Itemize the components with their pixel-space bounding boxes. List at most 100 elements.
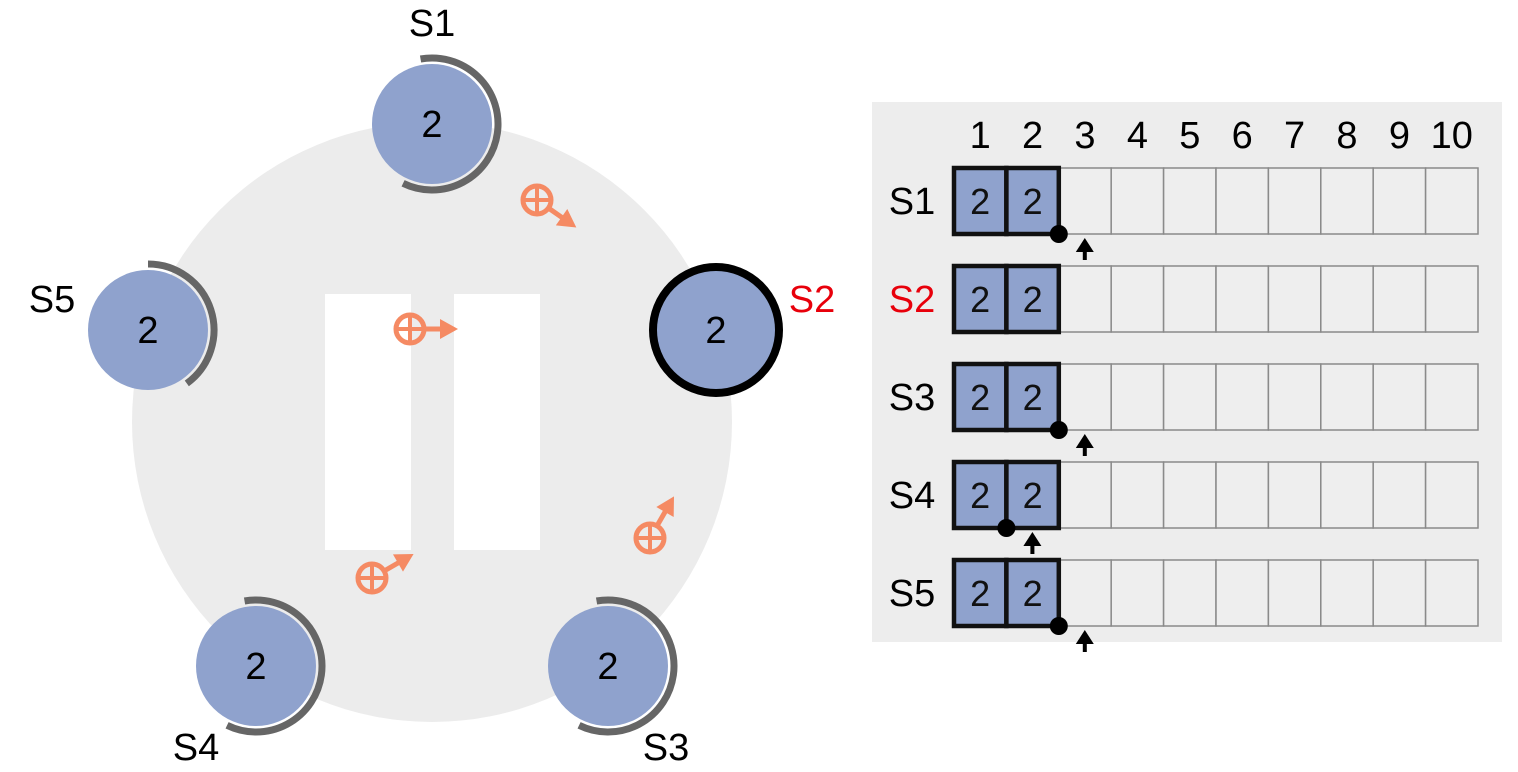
log-cell-empty	[1424, 167, 1479, 235]
log-index-header: 6	[1232, 115, 1253, 157]
log-cell-empty	[1110, 265, 1165, 333]
election-timer-arc	[577, 596, 678, 736]
log-cell-empty	[1215, 559, 1270, 627]
log-cell-empty	[1424, 363, 1479, 431]
election-timer-arc	[147, 260, 218, 387]
log-cell-empty	[1162, 363, 1217, 431]
match-index-marker	[997, 519, 1016, 537]
log-entry-term: 2	[1023, 377, 1043, 418]
election-timer-arc	[401, 54, 502, 194]
server-label: S5	[29, 279, 75, 321]
server-s3[interactable]: 2S3	[548, 596, 689, 769]
log-cell-empty	[1424, 265, 1479, 333]
log-cell-empty	[1320, 265, 1374, 333]
log-cell-empty	[1267, 363, 1322, 431]
log-cell-empty	[1058, 363, 1112, 431]
log-row-label: S5	[889, 573, 935, 615]
messages-layer	[355, 183, 674, 595]
log-cell-empty	[1267, 265, 1322, 333]
log-index-header: 4	[1127, 115, 1148, 157]
match-index-marker	[1049, 617, 1068, 635]
log-entry-cell[interactable]	[1004, 459, 1062, 531]
log-entry-term: 2	[970, 181, 990, 222]
server-label: S2	[789, 279, 835, 321]
log-entry-cell[interactable]	[1004, 165, 1062, 237]
log-entry-term: 2	[970, 377, 990, 418]
server-node[interactable]	[548, 606, 668, 726]
log-cell-empty	[1267, 461, 1322, 529]
server-node[interactable]	[656, 270, 776, 390]
log-entry-term: 2	[1023, 181, 1043, 222]
server-s5[interactable]: 2 S5	[29, 260, 218, 390]
log-cell-empty	[1372, 461, 1427, 529]
log-cell-empty	[1320, 167, 1374, 235]
log-cell-empty	[1058, 265, 1112, 333]
log-row-label: S4	[889, 475, 935, 517]
log-cell-empty	[1162, 265, 1217, 333]
server-term: 2	[597, 646, 618, 688]
append-entries-icon	[633, 496, 674, 555]
log-cell-empty	[1215, 461, 1270, 529]
server-label: S1	[409, 3, 455, 45]
log-row-label: S1	[889, 181, 935, 223]
log-cell-empty	[1110, 363, 1165, 431]
log-cell-empty	[1215, 167, 1270, 235]
log-entry-term: 2	[970, 279, 990, 320]
log-entry-cell[interactable]	[1004, 557, 1062, 629]
log-index-header: 10	[1431, 115, 1473, 157]
log-entry-cell[interactable]	[1004, 361, 1062, 433]
log-cell-empty	[1267, 559, 1322, 627]
log-cell-empty	[1162, 461, 1217, 529]
server-term: 2	[421, 104, 442, 146]
log-entry-cell[interactable]	[951, 361, 1009, 433]
log-cell-empty	[1320, 559, 1374, 627]
log-entry-term: 2	[1023, 279, 1043, 320]
log-cell-empty	[1110, 167, 1165, 235]
log-index-header: 3	[1074, 115, 1095, 157]
log-cell-empty	[1424, 559, 1479, 627]
election-timer-arc	[225, 596, 326, 736]
server-node[interactable]	[372, 64, 492, 184]
log-index-header: 5	[1179, 115, 1200, 157]
match-index-marker	[1049, 225, 1068, 243]
log-cell-empty	[1372, 363, 1427, 431]
log-index-header: 1	[970, 115, 991, 157]
leader-ring	[649, 263, 783, 397]
next-index-arrow	[1075, 630, 1094, 652]
pause-icon[interactable]	[325, 294, 540, 550]
server-s2[interactable]: 2 S2	[649, 263, 835, 397]
server-term: 2	[137, 310, 158, 352]
match-index-marker	[1049, 421, 1068, 439]
log-entry-cell[interactable]	[951, 165, 1009, 237]
server-term: 2	[245, 646, 266, 688]
server-label: S3	[643, 727, 689, 769]
log-entry-cell[interactable]	[1004, 263, 1062, 335]
server-term: 2	[705, 310, 726, 352]
server-node[interactable]	[88, 270, 208, 390]
log-index-header: 9	[1389, 115, 1410, 157]
append-entries-icon	[393, 312, 458, 346]
log-index-header: 2	[1022, 115, 1043, 157]
log-entry-term: 2	[1023, 475, 1043, 516]
log-entry-term: 2	[1023, 573, 1043, 614]
log-index-header: 7	[1284, 115, 1305, 157]
log-cell-empty	[1162, 167, 1217, 235]
server-s1[interactable]: 2 S1	[372, 3, 502, 194]
next-index-arrow	[1075, 238, 1094, 260]
log-cell-empty	[1110, 559, 1165, 627]
server-s4[interactable]: 2S4	[173, 596, 326, 769]
server-label: S4	[173, 727, 219, 769]
log-cell-empty	[1424, 461, 1479, 529]
log-cell-empty	[1320, 363, 1374, 431]
append-entries-icon	[355, 554, 414, 595]
log-cell-empty	[1058, 559, 1112, 627]
log-row-label: S2	[889, 279, 935, 321]
log-cell-empty	[1372, 559, 1427, 627]
server-node[interactable]	[196, 606, 316, 726]
